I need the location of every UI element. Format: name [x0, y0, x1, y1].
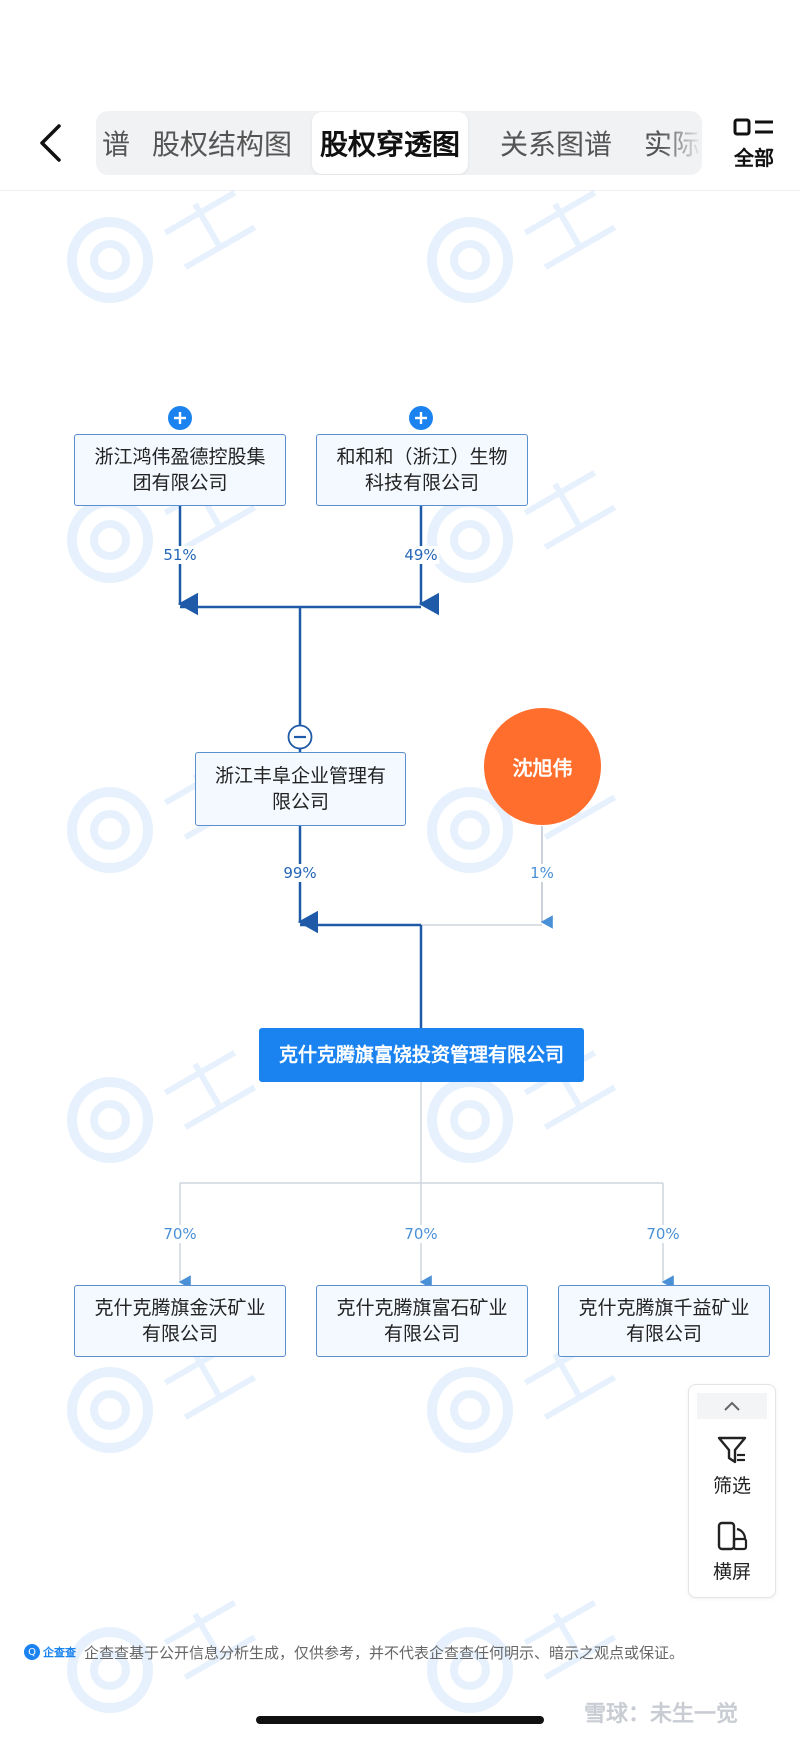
node-label-line: 和和和（浙江）生物	[336, 446, 508, 468]
tab-equity-penetration[interactable]: 股权穿透图	[312, 112, 468, 174]
middle-company-node[interactable]: 浙江丰阜企业管理有限公司	[195, 752, 406, 826]
qcc-logo: Q 企查查	[24, 1644, 76, 1660]
subsidiary-node[interactable]: 克什克腾旗金沃矿业有限公司	[74, 1285, 286, 1357]
tab-relation-graph[interactable]: 关系图谱	[499, 128, 612, 161]
back-button[interactable]	[30, 118, 70, 168]
node-label-line: 有限公司	[625, 1323, 702, 1345]
node-label-line: 克什克腾旗金沃矿业	[94, 1297, 266, 1319]
shareholder-node[interactable]: 浙江鸿伟盈德控股集团有限公司	[74, 434, 286, 506]
subsidiary-node[interactable]: 克什克腾旗千益矿业有限公司	[558, 1285, 770, 1357]
node-label-line: 有限公司	[383, 1323, 460, 1345]
rotate-screen-icon	[717, 1521, 748, 1551]
chevron-left-icon	[40, 124, 61, 162]
tab-fade	[662, 111, 702, 175]
node-label: 克什克腾旗金沃矿业有限公司	[94, 1295, 265, 1347]
node-label-line: 限公司	[271, 791, 329, 813]
snowball-watermark: 雪球：未生一觉	[584, 1702, 739, 1727]
minus-circle-icon	[287, 724, 313, 750]
chevron-up-icon	[724, 1401, 740, 1411]
person-node[interactable]: 沈旭伟	[484, 708, 601, 825]
qcc-logo-text: 企查查	[43, 1646, 76, 1659]
tab-equity-structure[interactable]: 股权结构图	[151, 128, 292, 161]
node-label-line: 浙江鸿伟盈德控股集	[94, 446, 266, 468]
expand-shareholder-1-button[interactable]	[167, 405, 193, 435]
focus-company-node[interactable]: 克什克腾旗富饶投资管理有限公司	[259, 1028, 584, 1082]
shareholder-node[interactable]: 和和和（浙江）生物科技有限公司	[316, 434, 528, 506]
collapse-middle-company-button[interactable]	[287, 724, 313, 754]
node-label: 和和和（浙江）生物科技有限公司	[336, 444, 507, 496]
subsidiary-node[interactable]: 克什克腾旗富石矿业有限公司	[316, 1285, 528, 1357]
percent-label: 49%	[402, 546, 440, 564]
node-label-line: 克什克腾旗富石矿业	[336, 1297, 508, 1319]
tool-panel: 筛选 横屏	[688, 1384, 776, 1598]
grid-menu-icon	[733, 118, 773, 136]
all-button[interactable]: 全部	[724, 118, 784, 174]
node-label: 克什克腾旗千益矿业有限公司	[578, 1295, 749, 1347]
landscape-label: 横屏	[712, 1561, 751, 1583]
expand-shareholder-2-button[interactable]	[408, 405, 434, 435]
node-label-line: 克什克腾旗千益矿业	[578, 1297, 750, 1319]
tab-bar: 谱 股权结构图 股权穿透图 关系图谱 实际	[96, 111, 702, 175]
disclaimer-text: 企查查基于公开信息分析生成，仅供参考，并不代表企查查任何明示、暗示之观点或保证。	[84, 1643, 685, 1662]
node-label-line: 有限公司	[141, 1323, 218, 1345]
home-indicator[interactable]	[256, 1716, 544, 1724]
percent-label: 99%	[281, 864, 319, 882]
landscape-button[interactable]: 横屏	[689, 1519, 775, 1584]
node-label: 浙江鸿伟盈德控股集团有限公司	[94, 444, 265, 496]
collapse-panel-button[interactable]	[697, 1393, 767, 1419]
plus-circle-icon	[409, 406, 433, 430]
node-label: 克什克腾旗富石矿业有限公司	[336, 1295, 507, 1347]
plus-circle-icon	[168, 406, 192, 430]
percent-label: 70%	[402, 1225, 440, 1243]
percent-label: 51%	[161, 546, 199, 564]
filter-label: 筛选	[712, 1475, 751, 1497]
all-label: 全部	[734, 146, 774, 170]
percent-label: 1%	[528, 864, 556, 882]
filter-icon	[717, 1436, 747, 1464]
header-divider	[0, 190, 800, 191]
tab-graph-partial[interactable]: 谱	[101, 128, 130, 161]
filter-button[interactable]: 筛选	[689, 1433, 775, 1498]
node-label-line: 科技有限公司	[364, 472, 479, 494]
node-label: 浙江丰阜企业管理有限公司	[215, 763, 386, 815]
percent-label: 70%	[161, 1225, 199, 1243]
disclaimer: Q 企查查 企查查基于公开信息分析生成，仅供参考，并不代表企查查任何明示、暗示之…	[24, 1640, 784, 1664]
node-label-line: 浙江丰阜企业管理有	[214, 765, 386, 787]
node-label-line: 团有限公司	[132, 472, 228, 494]
percent-label: 70%	[644, 1225, 682, 1243]
qcc-logo-icon: Q	[24, 1644, 40, 1660]
